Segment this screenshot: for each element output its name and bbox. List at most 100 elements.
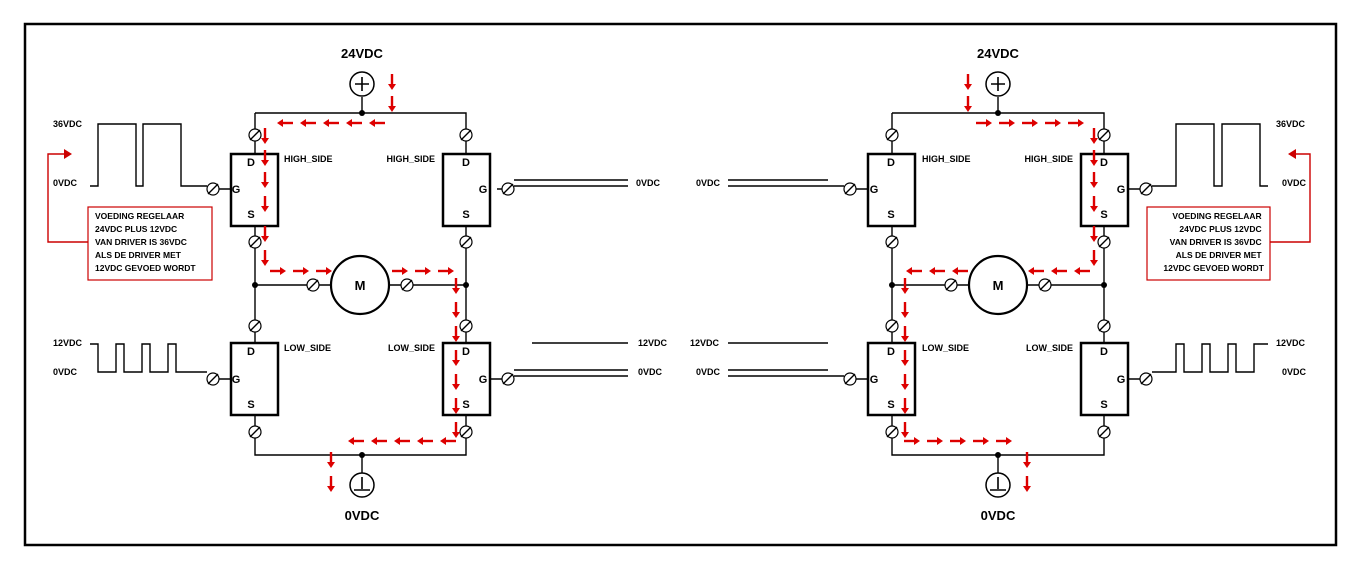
current-arrow-head — [452, 432, 460, 438]
current-arrow-head — [388, 106, 396, 112]
hs-right-input-label: 0VDC — [636, 178, 661, 188]
hs-input-low-label: 0VDC — [1282, 178, 1307, 188]
note-text: VOEDING REGELAAR 24VDC PLUS 12VDC VAN DR… — [95, 211, 196, 273]
diagram-frame — [23, 22, 1338, 547]
current-arrow-head — [303, 267, 309, 275]
low-side-tag: LOW_SIDE — [388, 343, 435, 353]
current-arrow-head — [901, 384, 909, 390]
current-arrow-head — [452, 288, 460, 294]
current-arrow-head — [1032, 119, 1038, 127]
ls-right-input-line — [514, 342, 628, 377]
current-arrow-head — [901, 288, 909, 294]
current-arrow-head — [964, 106, 972, 112]
hs-input-low-label: 0VDC — [53, 178, 78, 188]
ls-left-high-label: 12VDC — [690, 338, 720, 348]
supply-label: 24VDC — [977, 46, 1020, 61]
low-side-tag: LOW_SIDE — [922, 343, 969, 353]
current-arrow-head — [326, 267, 332, 275]
current-arrow-head — [1090, 236, 1098, 242]
source-pin-label: S — [247, 209, 254, 221]
current-arrow-head — [901, 336, 909, 342]
mosfet-low-left: D G S — [866, 341, 917, 417]
current-flow-path — [261, 74, 460, 492]
current-arrow-head — [261, 206, 269, 212]
mosfet-low-right: D G S — [1079, 341, 1130, 417]
ls-input-low-label: 0VDC — [1282, 367, 1307, 377]
ls-input-high-label: 12VDC — [53, 338, 83, 348]
ls-right-low-label: 0VDC — [638, 367, 663, 377]
drain-pin-label: D — [887, 346, 895, 358]
drain-pin-label: D — [887, 157, 895, 169]
mosfet-high-right: D G S — [441, 152, 492, 228]
high-side-tag: HIGH_SIDE — [386, 154, 435, 164]
current-arrow-head — [261, 160, 269, 166]
current-arrow-head — [261, 260, 269, 266]
note-box — [1146, 206, 1271, 281]
drain-pin-label: D — [462, 346, 470, 358]
gate-pin-label: G — [870, 184, 879, 196]
motor-icon — [967, 254, 1029, 316]
current-arrow-head — [1090, 260, 1098, 266]
mosfet-low-left: D G S — [229, 341, 280, 417]
ls-left-low-label: 0VDC — [696, 367, 721, 377]
motor-icon — [329, 254, 391, 316]
high-side-tag: HIGH_SIDE — [1024, 154, 1073, 164]
current-arrow-head — [371, 437, 377, 445]
hs-left-input-label: 0VDC — [696, 178, 721, 188]
current-arrow-head — [448, 267, 454, 275]
gate-pin-label: G — [479, 374, 488, 386]
hs-left-input-line — [728, 179, 844, 187]
ls-pwm-waveform — [1152, 343, 1268, 373]
ground-label: 0VDC — [981, 508, 1016, 523]
gate-pin-label: G — [479, 184, 488, 196]
source-pin-label: S — [462, 209, 469, 221]
hs-input-high-label: 36VDC — [1276, 119, 1306, 129]
current-arrow-head — [983, 437, 989, 445]
current-arrow-head — [1023, 462, 1031, 468]
current-arrow-head — [964, 84, 972, 90]
current-arrow-head — [1009, 119, 1015, 127]
source-pin-label: S — [887, 209, 894, 221]
current-arrow-head — [1090, 206, 1098, 212]
gate-pin-label: G — [1117, 184, 1126, 196]
ls-input-high-label: 12VDC — [1276, 338, 1306, 348]
current-arrow-head — [452, 312, 460, 318]
current-arrow-head — [300, 119, 306, 127]
hs-right-input-line — [514, 179, 628, 187]
current-arrow-head — [1074, 267, 1080, 275]
high-side-tag: HIGH_SIDE — [922, 154, 971, 164]
current-arrow-head — [901, 360, 909, 366]
hs-pwm-waveform — [1152, 123, 1268, 187]
current-arrow-head — [914, 437, 920, 445]
current-arrow-head — [452, 360, 460, 366]
current-arrow-head — [1090, 138, 1098, 144]
drain-pin-label: D — [1100, 157, 1108, 169]
left-bridge: 24VDC 0VDC M D G S D G S D G S D — [47, 46, 668, 523]
current-arrow-head — [261, 138, 269, 144]
drain-pin-label: D — [1100, 346, 1108, 358]
current-arrow-head — [901, 432, 909, 438]
current-arrow-head — [901, 312, 909, 318]
current-arrow-head — [986, 119, 992, 127]
right-bridge: 24VDC 0VDC M D G S D G S D G S D G S — [690, 46, 1311, 523]
current-arrow-head — [452, 336, 460, 342]
mosfet-high-right: D G S — [1079, 152, 1130, 228]
mosfet-high-left: D G S — [229, 152, 280, 228]
current-arrow-head — [929, 267, 935, 275]
current-arrow-head — [388, 84, 396, 90]
current-arrow-head — [1023, 486, 1031, 492]
current-arrow-head — [1090, 182, 1098, 188]
current-arrow-head — [261, 236, 269, 242]
motor-label: M — [993, 278, 1004, 293]
motor-label: M — [355, 278, 366, 293]
current-arrow-head — [1090, 160, 1098, 166]
source-pin-label: S — [247, 399, 254, 411]
ls-left-input-line — [728, 342, 844, 377]
low-side-tag: LOW_SIDE — [1026, 343, 1073, 353]
ground-label: 0VDC — [345, 508, 380, 523]
current-arrow-head — [417, 437, 423, 445]
current-arrow-head — [901, 408, 909, 414]
current-arrow-head — [327, 462, 335, 468]
current-arrow-head — [277, 119, 283, 127]
